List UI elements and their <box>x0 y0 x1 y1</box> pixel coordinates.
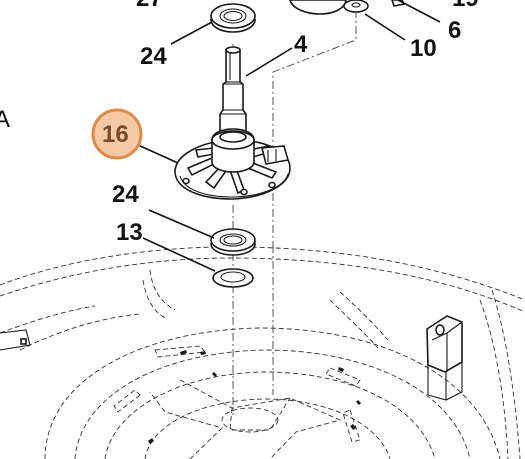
assembly-axis-lines <box>232 10 357 415</box>
callout-6: 6 <box>448 17 461 44</box>
bearing-top <box>210 3 256 33</box>
callout-4: 4 <box>294 31 308 58</box>
mower-deck-housing <box>0 246 525 459</box>
leader-lines <box>137 0 441 272</box>
washer-10 <box>343 0 369 13</box>
side-letter: A <box>0 106 10 133</box>
top-partial-part <box>289 0 347 15</box>
callout-16: 16 <box>102 121 129 148</box>
callout-13: 13 <box>116 219 143 246</box>
callout-27: 27 <box>136 0 163 12</box>
washer-13 <box>212 268 254 288</box>
highlight-circle <box>91 108 143 160</box>
spindle-shaft <box>219 46 247 141</box>
spindle-housing <box>174 128 291 200</box>
blade-hub <box>149 379 342 459</box>
callout-19: 19 <box>452 0 479 12</box>
mounting-bracket <box>426 315 463 401</box>
rivet-marks <box>148 350 361 444</box>
callout-24-top: 24 <box>140 43 167 70</box>
callout-10: 10 <box>410 35 437 62</box>
callout-24-mid: 24 <box>112 181 139 208</box>
bearing-mid <box>210 228 256 256</box>
